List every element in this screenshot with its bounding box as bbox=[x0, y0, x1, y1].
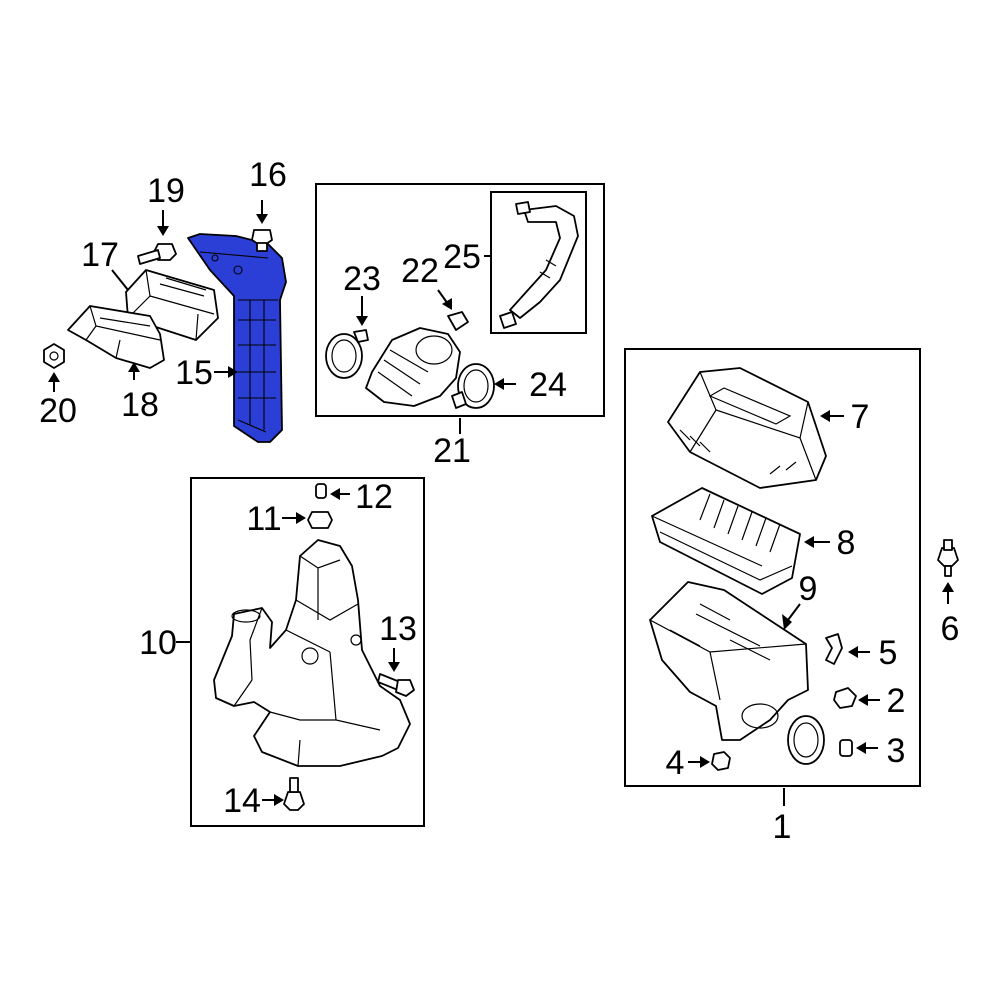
part-10-intake[interactable] bbox=[213, 539, 411, 767]
part-15-shape[interactable] bbox=[187, 233, 287, 443]
callout-22: 22 bbox=[401, 252, 439, 290]
arrow-7 bbox=[820, 410, 830, 422]
part-13-bolt[interactable] bbox=[377, 673, 415, 697]
group-box-1 bbox=[624, 348, 921, 787]
callout-10: 10 bbox=[139, 624, 177, 662]
callout-23: 23 bbox=[343, 260, 381, 298]
part-24-clamp[interactable] bbox=[451, 363, 495, 409]
part-1-seal[interactable] bbox=[787, 715, 825, 765]
callout-14: 14 bbox=[223, 782, 261, 820]
arrow-9 bbox=[782, 614, 792, 630]
part-22-clip[interactable] bbox=[447, 311, 469, 331]
lead-17 bbox=[111, 269, 129, 291]
callout-21: 21 bbox=[433, 432, 471, 470]
arrow-16 bbox=[256, 214, 268, 224]
group-box-25 bbox=[490, 191, 587, 334]
callout-1: 1 bbox=[773, 808, 792, 846]
callout-12: 12 bbox=[355, 478, 393, 516]
part-15-bracket[interactable] bbox=[187, 233, 287, 443]
arrow-18 bbox=[128, 362, 140, 372]
callout-19: 19 bbox=[147, 172, 185, 210]
arrow-24 bbox=[494, 378, 504, 390]
part-19-bolt[interactable] bbox=[137, 243, 177, 265]
arrow-15 bbox=[228, 366, 238, 378]
arrow-22 bbox=[442, 298, 452, 310]
part-11-grommet[interactable] bbox=[307, 511, 333, 529]
part-14-bolt[interactable] bbox=[283, 777, 305, 811]
callout-6: 6 bbox=[941, 610, 960, 648]
part-18-tray[interactable] bbox=[67, 305, 165, 369]
callout-15: 15 bbox=[175, 354, 213, 392]
callout-24: 24 bbox=[529, 366, 567, 404]
arrow-3 bbox=[856, 742, 866, 754]
arrow-4 bbox=[700, 756, 710, 768]
part-25-hose[interactable] bbox=[499, 201, 579, 329]
part-20-nut[interactable] bbox=[43, 343, 65, 369]
arrow-8 bbox=[804, 536, 814, 548]
arrow-13 bbox=[388, 662, 400, 672]
arrow-14 bbox=[274, 794, 284, 806]
group-box-10 bbox=[190, 477, 425, 827]
group-box-21 bbox=[315, 183, 605, 417]
callout-3: 3 bbox=[887, 732, 906, 770]
callout-16: 16 bbox=[249, 156, 287, 194]
part-9-housing[interactable] bbox=[649, 581, 809, 741]
callout-13: 13 bbox=[379, 610, 417, 648]
part-12-grommet[interactable] bbox=[315, 483, 327, 499]
callout-8: 8 bbox=[837, 524, 856, 562]
callout-20: 20 bbox=[39, 392, 77, 430]
arrow-5 bbox=[848, 646, 858, 658]
arrow-23 bbox=[356, 316, 368, 326]
callout-9: 9 bbox=[799, 570, 818, 608]
part-8-filter[interactable] bbox=[651, 487, 801, 595]
part-16-bolt[interactable] bbox=[251, 229, 273, 252]
callout-25: 25 bbox=[443, 238, 481, 276]
arrow-6 bbox=[942, 582, 954, 592]
callout-17: 17 bbox=[81, 236, 119, 274]
callout-7: 7 bbox=[851, 398, 870, 436]
part-23-clamp[interactable] bbox=[325, 329, 369, 379]
part-7-cover[interactable] bbox=[667, 367, 827, 489]
arrow-11 bbox=[296, 512, 306, 524]
part-5-clip[interactable] bbox=[825, 633, 843, 665]
arrow-19 bbox=[157, 226, 169, 236]
callout-2: 2 bbox=[887, 682, 906, 720]
arrow-2 bbox=[858, 694, 868, 706]
lead-9 bbox=[787, 603, 801, 621]
part-6-bolt[interactable] bbox=[937, 539, 959, 577]
arrow-20 bbox=[48, 372, 60, 382]
callout-4: 4 bbox=[666, 744, 685, 782]
part-2-grommet[interactable] bbox=[833, 687, 857, 709]
part-4-grommet[interactable] bbox=[711, 751, 731, 771]
callout-18: 18 bbox=[121, 386, 159, 424]
part-21-duct[interactable] bbox=[365, 327, 461, 407]
part-3-grommet[interactable] bbox=[839, 739, 853, 757]
callout-11: 11 bbox=[246, 500, 281, 538]
callout-5: 5 bbox=[879, 634, 898, 672]
arrow-12 bbox=[330, 488, 340, 500]
